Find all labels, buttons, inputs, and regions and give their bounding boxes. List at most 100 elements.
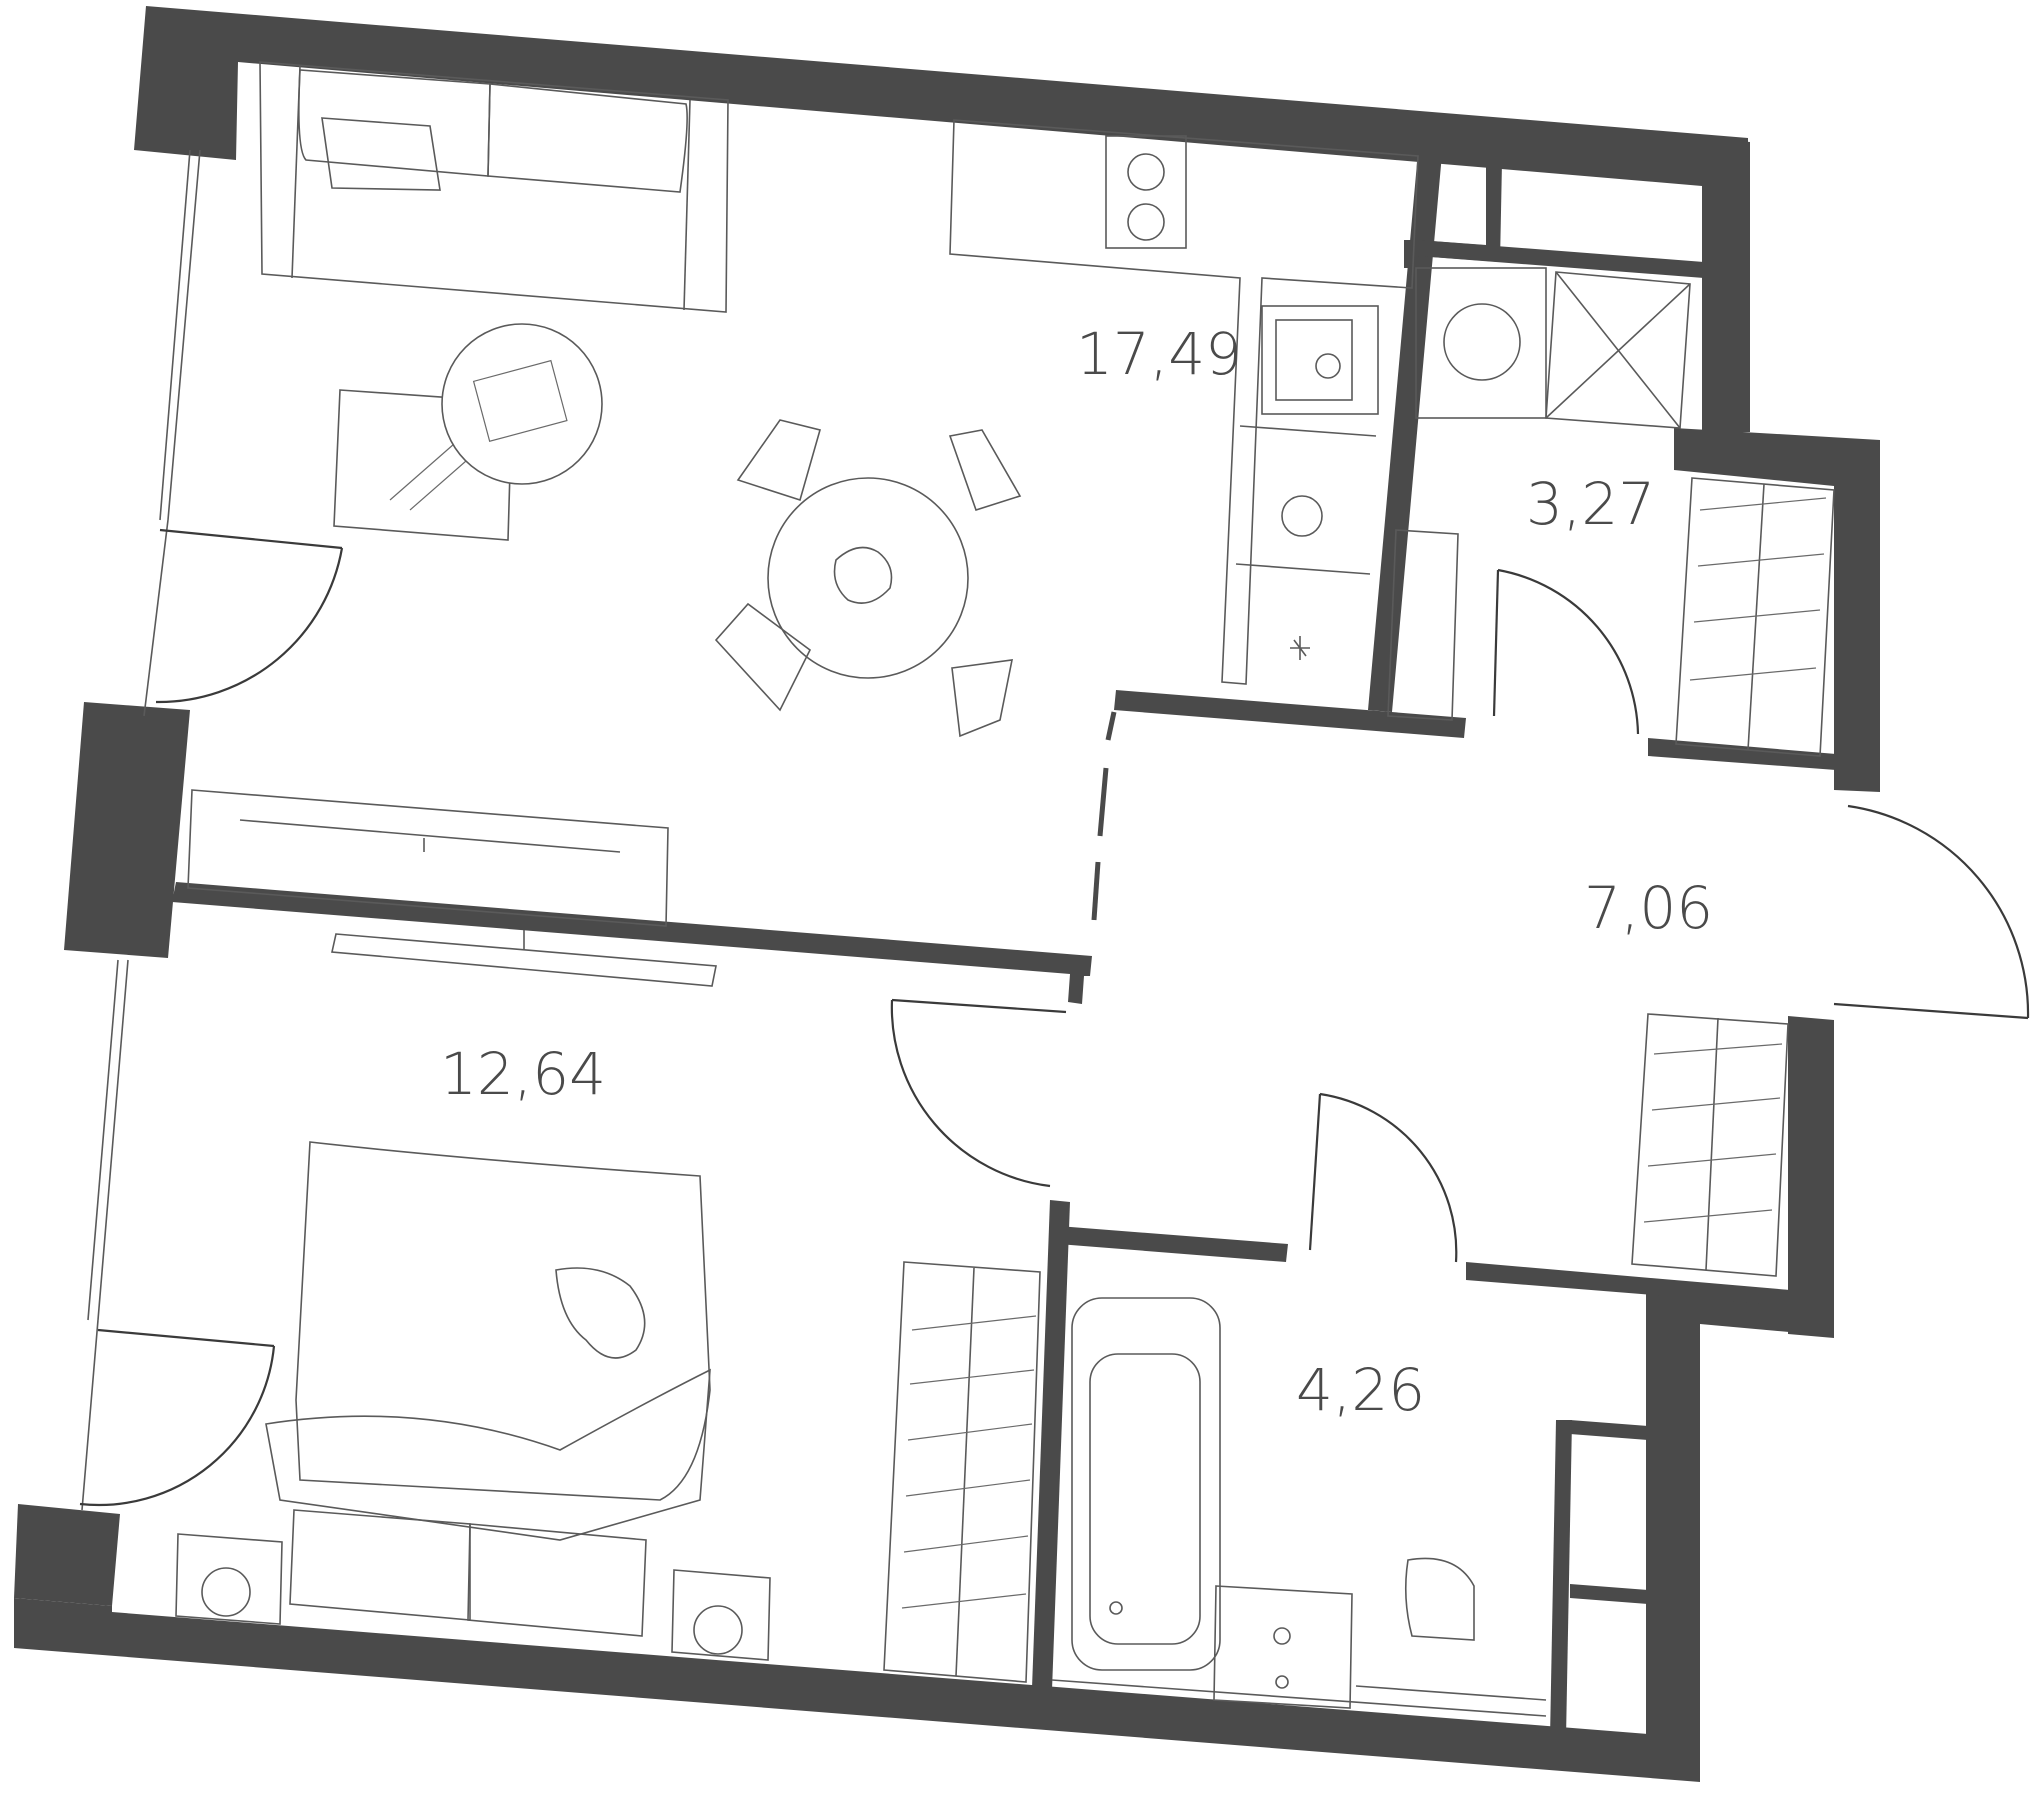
interior-walls xyxy=(172,152,1836,1738)
toilet xyxy=(1404,1557,1475,1641)
tv-stand xyxy=(187,789,669,927)
laundry-cabinet-x2 xyxy=(1545,283,1691,419)
sink xyxy=(1281,495,1323,537)
lamp-right xyxy=(693,1605,743,1655)
door-entrance-leaf xyxy=(1833,1002,2029,1020)
bathroom-shelf-vert xyxy=(1550,1420,1572,1738)
bathroom-sink xyxy=(1273,1627,1291,1645)
left-wall-thin-1 xyxy=(143,519,169,717)
door-laundry-leaf xyxy=(1492,569,1500,717)
living-bedroom-wall xyxy=(172,882,1092,1004)
doors xyxy=(79,528,2030,1507)
bathroom-left-wall xyxy=(1032,1200,1070,1690)
area-label-bathroom: 4,26 xyxy=(1296,1356,1425,1424)
door-bedroom-balcony-leaf xyxy=(97,1328,275,1348)
bed-mattress xyxy=(295,1141,711,1501)
top-wall xyxy=(134,6,1748,190)
kitchen-counter xyxy=(949,119,1419,685)
bathtub-inner xyxy=(1089,1353,1201,1645)
bathroom-shelf-2 xyxy=(1570,1584,1648,1604)
table-plant xyxy=(833,546,893,604)
nightstand-right xyxy=(671,1569,771,1661)
left-window-upper-2 xyxy=(159,149,191,521)
kitchen-right-wall xyxy=(1368,152,1442,712)
door-bedroom-swing xyxy=(890,999,1051,1188)
outer-walls xyxy=(14,6,1880,1782)
kitchen-lower-wall xyxy=(1114,690,1466,738)
right-middle-wall xyxy=(1788,1016,1834,1338)
sofa-cushion-right xyxy=(487,83,688,193)
dining-table xyxy=(767,477,969,679)
cat xyxy=(555,1267,646,1359)
oven-knob xyxy=(1315,353,1341,379)
bathroom-shelf-1 xyxy=(1570,1420,1648,1440)
door-living-leaf xyxy=(159,528,343,550)
left-window-lower-2 xyxy=(87,959,119,1321)
laundry-furniture xyxy=(1387,267,1835,1277)
bathtub-drain xyxy=(1109,1601,1123,1615)
bathroom-floor-line xyxy=(1051,1679,1547,1717)
counter-divider-2 xyxy=(1239,425,1377,437)
door-bathroom-swing xyxy=(1319,1092,1458,1263)
bathroom-top-wall-right xyxy=(1466,1262,1790,1306)
bed-pillow-right xyxy=(467,1523,647,1637)
right-lower-ledge xyxy=(1646,1278,1834,1780)
door-bedroom-balcony-swing xyxy=(79,1345,276,1507)
bedroom-furniture xyxy=(175,930,1041,1683)
bed-pillow-left xyxy=(289,1509,471,1621)
bathtub xyxy=(1071,1297,1221,1671)
laundry-top-wall-3 xyxy=(1418,240,1704,278)
lamp-left xyxy=(201,1567,251,1617)
hall-wardrobe-hatch xyxy=(1643,1043,1783,1223)
right-notch-wall xyxy=(1674,428,1880,792)
bathroom-furniture xyxy=(1051,1297,1547,1717)
area-label-bedroom: 12,64 xyxy=(440,1040,606,1108)
laundry-shelf xyxy=(1387,529,1459,721)
burner-2 xyxy=(1127,203,1165,241)
laundry-left-wall xyxy=(1404,240,1420,268)
hall-wardrobe xyxy=(1631,1013,1789,1277)
hall-wardrobe-split xyxy=(1705,1017,1719,1271)
door-living-swing xyxy=(155,547,344,704)
door-entrance-swing xyxy=(1847,804,2030,1019)
laundry-wardrobe-split xyxy=(1747,483,1765,751)
left-pillar-lower xyxy=(14,1504,120,1606)
area-label-hallway: 7,06 xyxy=(1584,874,1713,942)
zone-dash-1 xyxy=(1105,711,1117,741)
sink-tap xyxy=(1275,1675,1289,1689)
zone-dash-3 xyxy=(1091,861,1101,921)
sofa-arm-right xyxy=(683,99,691,311)
bottom-wall xyxy=(14,1598,1700,1782)
left-window-lower xyxy=(97,959,129,1321)
cooktop xyxy=(1105,135,1187,249)
area-label-laundry: 3,27 xyxy=(1526,470,1655,538)
area-labels: 17,49 3,27 7,06 12,64 4,26 xyxy=(440,320,1713,1424)
laundry-wardrobe-hatch xyxy=(1689,497,1827,681)
wardrobe-bedroom-split xyxy=(955,1267,975,1677)
bathroom-top-wall-left xyxy=(1058,1226,1288,1262)
area-label-living-kitchen: 17,49 xyxy=(1076,320,1242,388)
laundry-wardrobe xyxy=(1675,477,1835,757)
chair-se xyxy=(951,659,1014,738)
sofa-frame xyxy=(259,61,729,313)
left-pillar-upper xyxy=(64,702,190,958)
sink-cabinet xyxy=(1213,1585,1353,1709)
door-bathroom-leaf xyxy=(1308,1093,1322,1251)
door-bedroom-leaf xyxy=(891,998,1067,1014)
bedroom-tv xyxy=(331,933,717,987)
wardrobe-bedroom xyxy=(883,1261,1041,1683)
zone-dash-2 xyxy=(1097,767,1109,837)
nightstand-left xyxy=(175,1533,283,1625)
left-wall-thin-2 xyxy=(81,1319,99,1511)
living-furniture xyxy=(187,61,1419,927)
left-window-upper xyxy=(167,149,201,521)
washing-machine xyxy=(1415,267,1547,419)
wardrobe-bedroom-hatch xyxy=(901,1315,1037,1609)
counter-divider xyxy=(1235,563,1371,575)
tv-screen xyxy=(239,819,621,853)
laundry-top-wall-2 xyxy=(1486,160,1502,262)
magazine xyxy=(472,359,568,442)
bed-blanket xyxy=(265,1368,711,1541)
sofa-cushion-left xyxy=(298,69,491,177)
